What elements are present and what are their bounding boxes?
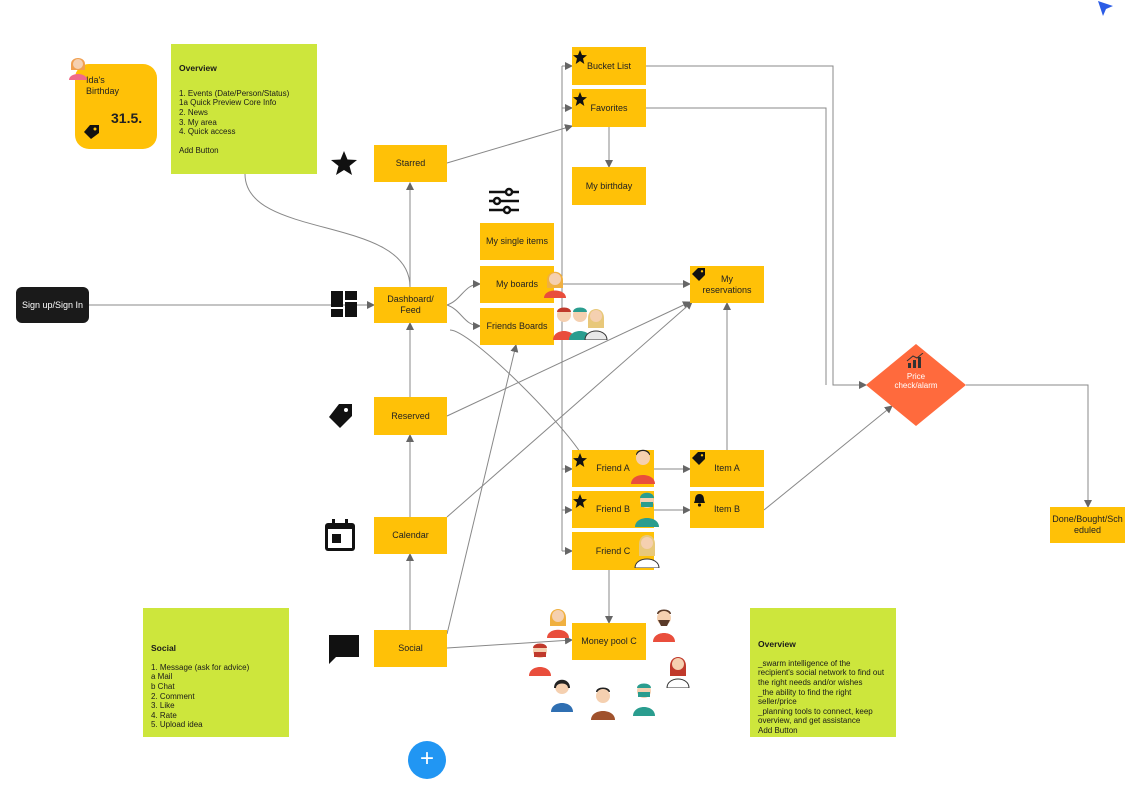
friend-b-star-icon bbox=[573, 494, 587, 508]
sliders-icon bbox=[489, 187, 519, 215]
calendar-node[interactable]: Calendar bbox=[374, 517, 447, 554]
dashboard-node[interactable]: Dashboard/ Feed bbox=[374, 287, 447, 323]
friends-boards-node[interactable]: Friends Boards bbox=[480, 308, 554, 345]
link-bucket-price bbox=[646, 65, 867, 389]
link-social-moneypool bbox=[446, 636, 573, 649]
link-calendar-reservations bbox=[446, 301, 693, 518]
cursor-icon bbox=[1098, 1, 1113, 16]
money-pool-avatar-6 bbox=[591, 687, 615, 720]
chart-icon bbox=[906, 353, 924, 368]
signin-button[interactable]: Sign up/Sign In bbox=[16, 287, 89, 323]
friends-boards-avatar-1 bbox=[553, 307, 575, 340]
my-boards-avatar bbox=[544, 271, 566, 298]
item-b-bell-icon bbox=[694, 494, 705, 507]
link-overview-dashboard bbox=[244, 173, 411, 288]
overview-bottom-note: Overview _swarm intelligence of the reci… bbox=[750, 608, 896, 737]
overview-note-body: 1. Events (Date/Person/Status) 1a Quick … bbox=[179, 88, 290, 156]
social-note: Social 1. Message (ask for advice) a Mai… bbox=[143, 608, 289, 737]
dashboard-icon bbox=[331, 291, 357, 317]
link-dashboard-myboards bbox=[446, 280, 481, 306]
link-favorites-price bbox=[646, 107, 827, 385]
overview-bottom-note-body: _swarm intelligence of the recipient's s… bbox=[758, 658, 885, 735]
reservations-tag-icon bbox=[692, 268, 705, 281]
money-pool-avatar-1 bbox=[547, 609, 569, 638]
friend-a-avatar bbox=[631, 449, 655, 484]
link-starred-favorites bbox=[446, 124, 573, 164]
money-pool-avatar-5 bbox=[551, 679, 573, 712]
star-icon bbox=[331, 151, 357, 175]
overview-note: Overview 1. Events (Date/Person/Status) … bbox=[171, 44, 317, 174]
social-node[interactable]: Social bbox=[374, 630, 447, 667]
item-a-tag-icon bbox=[692, 452, 705, 465]
starred-node[interactable]: Starred bbox=[374, 145, 447, 182]
chat-icon bbox=[329, 635, 359, 664]
calendar-icon bbox=[325, 519, 355, 551]
favorites-node[interactable]: Favorites bbox=[572, 89, 646, 127]
social-note-body: 1. Message (ask for advice) a Mail b Cha… bbox=[151, 662, 250, 730]
my-boards-node[interactable]: My boards bbox=[480, 266, 554, 303]
reserved-node[interactable]: Reserved bbox=[374, 397, 447, 435]
friend-c-avatar bbox=[634, 535, 660, 568]
birthday-date: 31.5. bbox=[111, 110, 143, 126]
money-pool-avatar-7 bbox=[633, 683, 655, 716]
favorites-star-icon bbox=[573, 92, 587, 106]
birthday-tag-icon bbox=[84, 125, 99, 139]
link-reserved-reservations bbox=[446, 301, 691, 417]
money-pool-node[interactable]: Money pool C bbox=[572, 623, 646, 660]
social-note-title: Social bbox=[151, 642, 177, 653]
price-check-diamond bbox=[866, 344, 966, 426]
friend-b-avatar bbox=[635, 492, 659, 527]
add-button[interactable]: + bbox=[408, 741, 446, 779]
my-single-items-node[interactable]: My single items bbox=[480, 223, 554, 260]
overview-bottom-note-title: Overview bbox=[758, 638, 796, 649]
money-pool-avatar-2 bbox=[653, 609, 675, 642]
money-pool-avatar-3 bbox=[529, 643, 551, 676]
done-node[interactable]: Done/Bought/Sch eduled bbox=[1050, 507, 1125, 543]
overview-note-title: Overview bbox=[179, 62, 217, 73]
tag-icon bbox=[329, 404, 352, 428]
birthday-label: Ida's Birthday bbox=[86, 75, 120, 96]
price-check-label[interactable]: Price check/alarm bbox=[894, 372, 938, 390]
bucket-star-icon bbox=[573, 50, 587, 64]
birthday-person-icon bbox=[69, 58, 87, 80]
link-frienda-friendsboards bbox=[449, 329, 583, 456]
link-social-friendsboards bbox=[446, 344, 519, 635]
link-itemb-price bbox=[763, 405, 893, 511]
link-price-done bbox=[966, 384, 1092, 508]
friend-a-star-icon bbox=[573, 453, 587, 467]
my-birthday-node[interactable]: My birthday bbox=[572, 167, 646, 205]
link-dashboard-friendsboards bbox=[446, 304, 481, 330]
money-pool-avatar-4 bbox=[666, 657, 690, 688]
friends-boards-avatar-3 bbox=[584, 309, 608, 340]
bucket-list-node[interactable]: Bucket List bbox=[572, 47, 646, 85]
